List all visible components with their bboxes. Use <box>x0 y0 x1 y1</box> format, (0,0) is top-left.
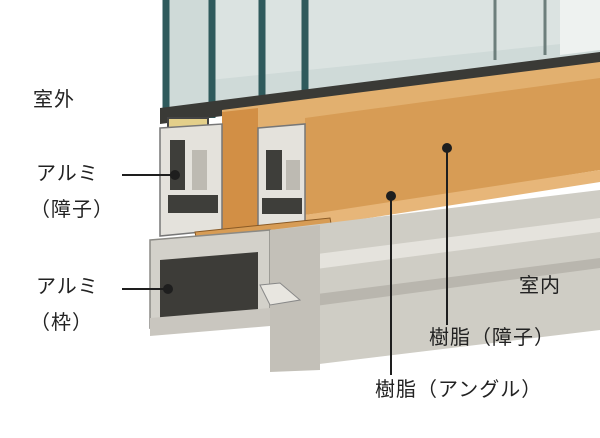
label-inside: 室内 <box>519 273 561 297</box>
label-aluminum-sash-line1: アルミ <box>36 161 99 185</box>
leader-lines <box>122 150 448 375</box>
aluminum-sash-profile <box>159 123 306 239</box>
label-outside: 室外 <box>33 87 75 111</box>
label-aluminum-frame-line2: （枠） <box>30 310 93 334</box>
label-aluminum-frame-line1: アルミ <box>36 274 99 298</box>
glass-panes <box>162 0 600 125</box>
label-resin-sash: 樹脂（障子） <box>429 325 555 349</box>
label-resin-angle: 樹脂（アングル） <box>375 377 543 401</box>
leader-dots <box>163 143 452 294</box>
label-aluminum-sash-line2: （障子） <box>30 197 114 221</box>
aluminum-frame-profile <box>149 190 600 372</box>
